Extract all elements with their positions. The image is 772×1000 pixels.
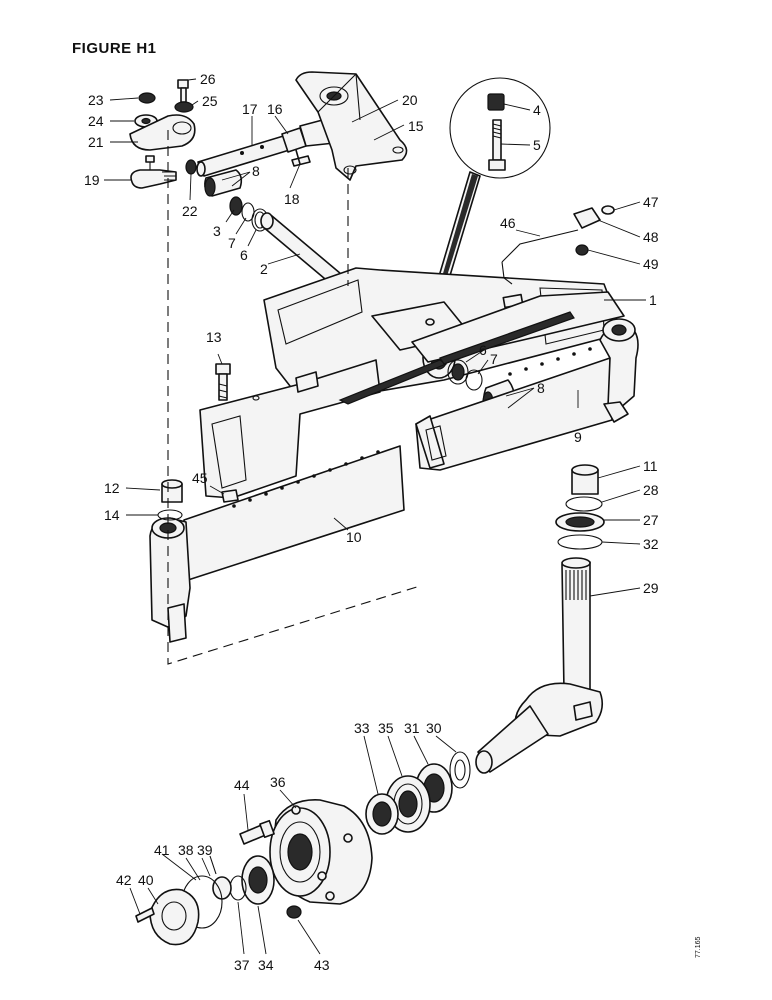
hub-36 [269,799,373,905]
washer-30 [449,751,471,789]
callout-26: 26 [200,71,216,87]
callout-5: 5 [533,137,541,153]
bracket-48 [573,207,601,229]
pivot-bracket-15 [295,71,408,181]
callout-33: 33 [354,720,370,736]
callout-32: 32 [643,536,659,552]
ring-32 [557,534,603,550]
callout-44: 44 [234,777,250,793]
callout-27: 27 [643,512,659,528]
callout-7: 7 [228,235,236,251]
callout-23: 23 [88,92,104,108]
callout-41: 41 [154,842,170,858]
tie-rod-46 [501,229,579,263]
hub-cap-40 [149,888,200,946]
callout-8b: 8 [537,380,545,396]
callout-labels: 23 24 21 19 26 25 17 16 18 22 8 3 7 6 2 … [84,71,659,973]
callout-38: 38 [178,842,194,858]
callout-46: 46 [500,215,516,231]
steering-lever [129,114,196,151]
callout-19: 19 [84,172,100,188]
callout-30: 30 [426,720,442,736]
bolt-13 [215,363,231,401]
callout-7b: 7 [490,351,498,367]
bolt-26 [177,79,189,89]
callout-45: 45 [192,470,208,486]
callout-20: 20 [402,92,418,108]
bolt-18 [291,149,311,167]
screw-42 [135,907,155,923]
leader-lines [104,78,646,955]
callout-31: 31 [404,720,420,736]
washer-28 [565,496,603,512]
callout-16: 16 [267,101,283,117]
callout-43: 43 [314,957,330,973]
callout-11: 11 [643,458,658,474]
callout-29: 29 [643,580,659,596]
nut-49 [575,244,589,256]
callout-47: 47 [643,194,659,210]
axle-extension-10 [149,445,405,643]
assembly-line-left [167,130,421,665]
drawing-code: 77.165 [695,936,702,958]
callout-9: 9 [574,429,582,445]
callout-6b: 6 [479,342,487,358]
nut-4 [487,93,505,111]
stub-axle-assembly [475,464,605,774]
callout-14: 14 [104,507,120,523]
callout-25: 25 [202,93,218,109]
callout-8: 8 [252,163,260,179]
callout-13: 13 [206,329,222,345]
callout-28: 28 [643,482,659,498]
ring-3 [229,196,243,216]
callout-15: 15 [408,118,424,134]
axle-extension-9 [415,318,639,471]
screw-47 [601,205,615,215]
grease-nipple-45 [221,489,239,503]
callout-12: 12 [104,480,120,496]
callout-6: 6 [240,247,248,263]
callout-3: 3 [213,223,221,239]
callout-4: 4 [533,102,541,118]
callout-49: 49 [643,256,659,272]
nut-23 [138,92,156,104]
callout-17: 17 [242,101,258,117]
callout-10: 10 [346,529,362,545]
ball-joint-19 [130,169,177,189]
clip-22 [185,159,197,175]
callout-36: 36 [270,774,286,790]
callout-39: 39 [197,842,213,858]
callout-22: 22 [182,203,198,219]
axle-beam-1 [199,267,625,499]
sleeve-17 [197,133,297,177]
nut-25 [174,101,194,113]
ring-7-right [465,369,483,391]
callout-37: 37 [234,957,250,973]
steering-arm-assembly [129,79,197,189]
callout-1: 1 [649,292,657,308]
callout-42: 42 [116,872,132,888]
plug-43 [286,905,302,919]
callout-40: 40 [138,872,154,888]
callout-34: 34 [258,957,274,973]
callout-35: 35 [378,720,394,736]
callout-21: 21 [88,134,104,150]
callout-2: 2 [260,261,268,277]
callout-24: 24 [88,113,104,129]
figure-title: FIGURE H1 [72,40,157,57]
ring-6-right [447,359,469,385]
callout-48: 48 [643,229,659,245]
callout-18: 18 [284,191,300,207]
split-pin-39 [209,855,217,875]
